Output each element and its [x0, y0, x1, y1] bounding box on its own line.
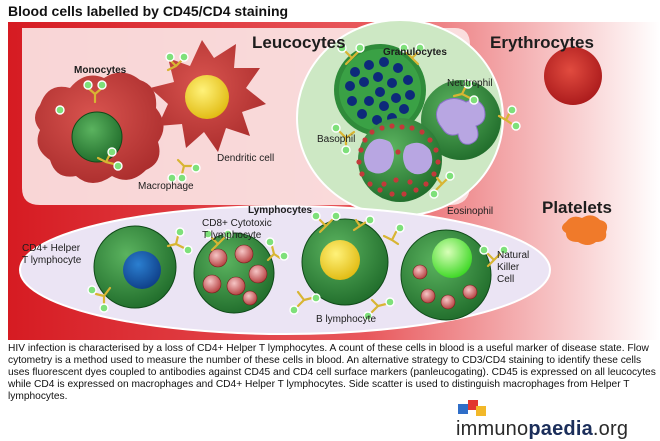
nk-granules: [412, 264, 478, 310]
erythrocyte-cell: [544, 47, 602, 105]
neutrophil-label: Neutrophil: [447, 78, 493, 89]
page-title: Blood cells labelled by CD45/CD4 stainin…: [8, 3, 289, 19]
dendritic-nucleus: [185, 75, 229, 119]
lymphocytes-label: Lymphocytes: [248, 205, 313, 216]
b-lymphocyte-nucleus: [320, 240, 360, 280]
nk-label-line3: Cell: [497, 274, 514, 285]
natural-killer-nucleus: [432, 238, 472, 278]
eosinophil-nucleus-left: [364, 138, 394, 174]
logo-part2: paedia: [528, 418, 593, 440]
macrophage-label: Macrophage: [138, 181, 194, 192]
b-lymphocyte-label: B lymphocyte: [316, 314, 376, 325]
cd4-label-line2: T lymphocyte: [22, 255, 82, 266]
basophil-granules: [345, 57, 415, 125]
cd8-label-line1: CD8+ Cytotoxic: [202, 218, 272, 229]
eosinophil-granules: [356, 123, 441, 197]
eosinophil-nucleus-right: [403, 142, 433, 175]
logo-text: immunopaedia.org: [456, 418, 628, 440]
platelets-heading: Platelets: [542, 198, 612, 217]
eosinophil-label: Eosinophil: [447, 206, 493, 217]
neutrophil-nucleus: [436, 98, 486, 145]
nk-label-line2: Killer: [497, 262, 520, 273]
basophil-label: Basophil: [317, 134, 355, 145]
cd8-label-line2: T lymphocyte: [202, 230, 262, 241]
erythrocytes-heading: Erythrocytes: [490, 33, 594, 52]
fluorophore-dots: [55, 43, 521, 321]
dendritic-cell-label: Dendritic cell: [217, 153, 274, 164]
immunopaedia-logo[interactable]: immunopaedia.org: [456, 396, 660, 440]
caption-text: HIV infection is characterised by a loss…: [8, 343, 656, 402]
platelet-cell: [562, 215, 608, 245]
logo-part1: immuno: [456, 418, 529, 440]
granulocytes-label: Granulocytes: [383, 47, 447, 58]
leucocytes-heading: Leucocytes: [252, 33, 346, 52]
blood-cell-diagram: Leucocytes Erythrocytes Granulocytes Mon…: [8, 19, 660, 340]
nk-label-line1: Natural: [497, 250, 529, 261]
cd4-helper-t-nucleus: [123, 251, 161, 289]
cd4-label-line1: CD4+ Helper: [22, 243, 81, 254]
logo-cubes-icon: [458, 400, 486, 416]
cd8-granules: [202, 244, 268, 306]
logo-part3: .org: [592, 418, 629, 440]
monocytes-label: Monocytes: [74, 65, 127, 76]
